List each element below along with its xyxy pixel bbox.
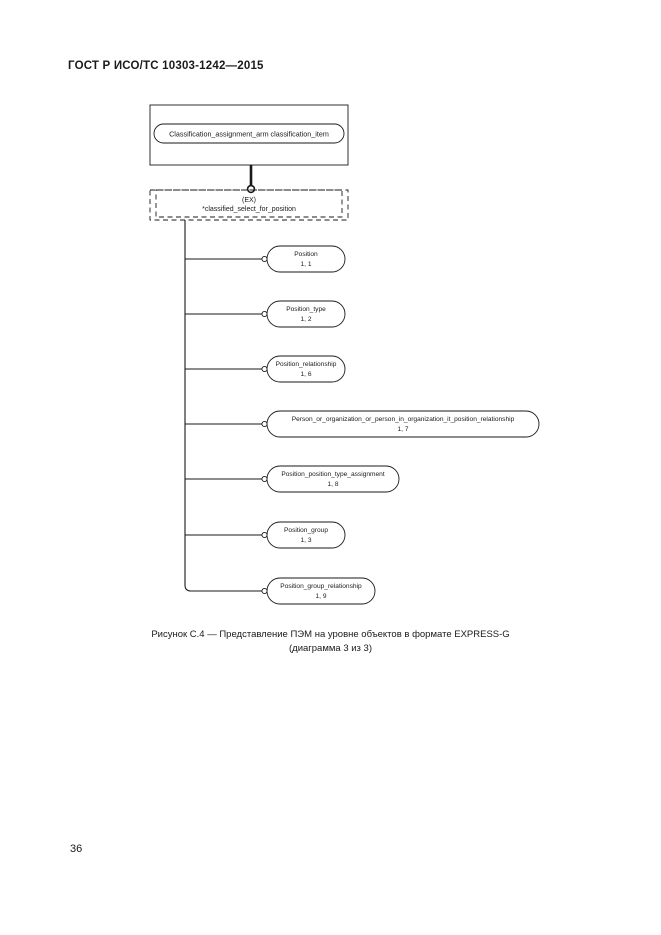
node-label-person-or-organization: Person_or_organization_or_person_in_orga… (292, 416, 515, 423)
node-box-position-position-type-assignment (266, 465, 400, 493)
select-inner-dashed-box (155, 189, 343, 218)
node-index-position-position-type-assignment: 1, 8 (328, 481, 339, 488)
node-index-position-relationship: 1, 6 (301, 371, 312, 378)
node-label-position-group-relationship: Position_group_relationship (280, 583, 362, 590)
schema-outer-box (149, 104, 349, 166)
schema-entity-box (153, 123, 345, 144)
node-index-position-group-relationship: 1, 9 (316, 593, 327, 600)
node-box-position-type (266, 300, 346, 328)
node-label-position-group: Position_group (284, 527, 328, 534)
node-label-position-relationship: Position_relationship (276, 361, 337, 368)
page-number: 36 (70, 843, 83, 855)
node-label-position-type: Position_type (286, 306, 326, 313)
branch-circle-position-type (261, 310, 268, 318)
node-box-person-or-organization (266, 410, 540, 438)
node-label-position: Position (294, 251, 318, 258)
tree-trunk (184, 220, 197, 592)
node-label-position-position-type-assignment: Position_position_type_assignment (281, 471, 385, 478)
branch-circle-position-relationship (261, 365, 268, 373)
figure-caption-line-1: Рисунок С.4 — Представление ПЭМ на уровн… (151, 629, 510, 640)
node-index-position: 1, 1 (301, 261, 312, 268)
node-box-position-group (266, 521, 346, 549)
select-label: *classified_select_for_position (202, 206, 296, 213)
select-connector-circle (246, 184, 256, 194)
figure-caption-line-2: (диаграмма 3 из 3) (289, 643, 372, 654)
node-index-person-or-organization: 1, 7 (398, 426, 409, 433)
branch-circle-position (261, 255, 268, 263)
schema-entity-label: Classification_assignment_arm classifica… (169, 129, 329, 138)
figure-caption: Рисунок С.4 — Представление ПЭМ на уровн… (0, 628, 661, 656)
select-outer-dashed-box (149, 189, 349, 221)
node-box-position-group-relationship (266, 577, 376, 605)
branch-circle-position-group-relationship (261, 587, 268, 595)
document-header-standard-number: ГОСТ Р ИСО/ТС 10303-1242—2015 (68, 60, 264, 72)
select-ex-tag: (EX) (242, 197, 256, 204)
node-index-position-type: 1, 2 (301, 316, 312, 323)
node-box-position-relationship (266, 355, 346, 383)
node-box-position (266, 245, 346, 273)
branch-circle-position-group (261, 531, 268, 539)
node-index-position-group: 1, 3 (301, 537, 312, 544)
branch-circle-person-or-organization (261, 420, 268, 428)
branch-circle-position-position-type-assignment (261, 475, 268, 483)
